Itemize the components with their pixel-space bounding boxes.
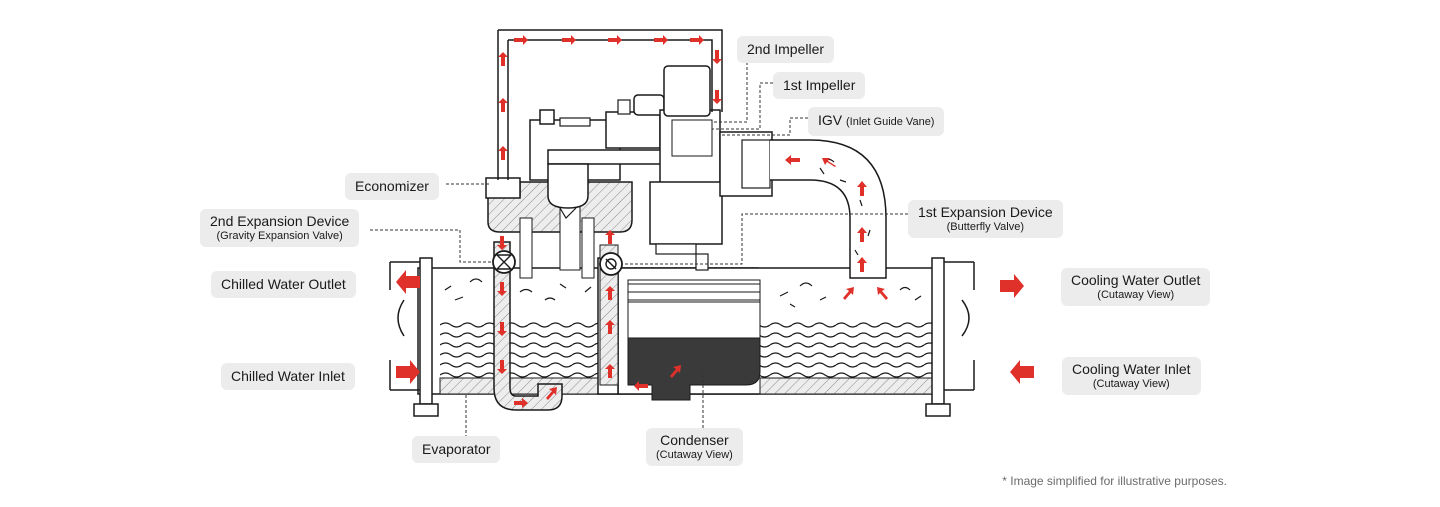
second-expansion-subtext: (Gravity Expansion Valve) (216, 230, 343, 242)
second-expansion-text: 2nd Expansion Device (210, 213, 350, 229)
tube-sheets (389, 257, 975, 417)
condenser-shell (617, 267, 937, 401)
label-first-impeller: 1st Impeller (773, 72, 866, 99)
chilled-inlet-text: Chilled Water Inlet (231, 368, 345, 384)
butterfly-valve-symbol (599, 252, 623, 276)
label-cooling-water-outlet: Cooling Water Outlet (Cutaway View) (1061, 268, 1211, 306)
chilled-outlet-text: Chilled Water Outlet (221, 276, 346, 292)
condenser-text: Condenser (660, 432, 729, 448)
cooling-inlet-subtext: (Cutaway View) (1092, 378, 1170, 390)
label-evaporator: Evaporator (412, 436, 501, 463)
first-expansion-text: 1st Expansion Device (918, 204, 1053, 220)
label-condenser: Condenser (Cutaway View) (646, 428, 743, 466)
cooling-outlet-text: Cooling Water Outlet (1071, 272, 1201, 288)
refrigerant-flow-arrows (396, 35, 1034, 408)
first-impeller-text: 1st Impeller (783, 77, 856, 93)
label-first-expansion-device: 1st Expansion Device (Butterfly Valve) (908, 200, 1063, 238)
label-chilled-water-inlet: Chilled Water Inlet (221, 363, 355, 390)
condenser-riser (599, 244, 619, 386)
condenser-subtext: (Cutaway View) (656, 449, 733, 461)
gravity-valve-symbol (492, 250, 516, 274)
cooling-inlet-text: Cooling Water Inlet (1072, 361, 1191, 377)
first-expansion-subtext: (Butterfly Valve) (946, 221, 1025, 233)
cooling-outlet-subtext: (Cutaway View) (1097, 289, 1175, 301)
second-impeller-text: 2nd Impeller (747, 41, 825, 57)
label-chilled-water-outlet: Chilled Water Outlet (211, 271, 356, 298)
label-igv: IGV (Inlet Guide Vane) (808, 107, 945, 136)
economizer-text: Economizer (355, 178, 429, 194)
gas-bypass-loop (497, 29, 723, 180)
igv-subtext: (Inlet Guide Vane) (846, 116, 935, 128)
evaporator-text: Evaporator (422, 441, 491, 457)
footnote: * Image simplified for illustrative purp… (1002, 474, 1227, 488)
label-economizer: Economizer (345, 173, 439, 200)
compressor-assembly (529, 65, 773, 271)
igv-text: IGV (818, 112, 843, 128)
label-second-expansion-device: 2nd Expansion Device (Gravity Expansion … (200, 209, 360, 247)
label-second-impeller: 2nd Impeller (737, 36, 835, 63)
suction-elbow (770, 139, 887, 279)
label-cooling-water-inlet: Cooling Water Inlet (Cutaway View) (1062, 357, 1201, 395)
